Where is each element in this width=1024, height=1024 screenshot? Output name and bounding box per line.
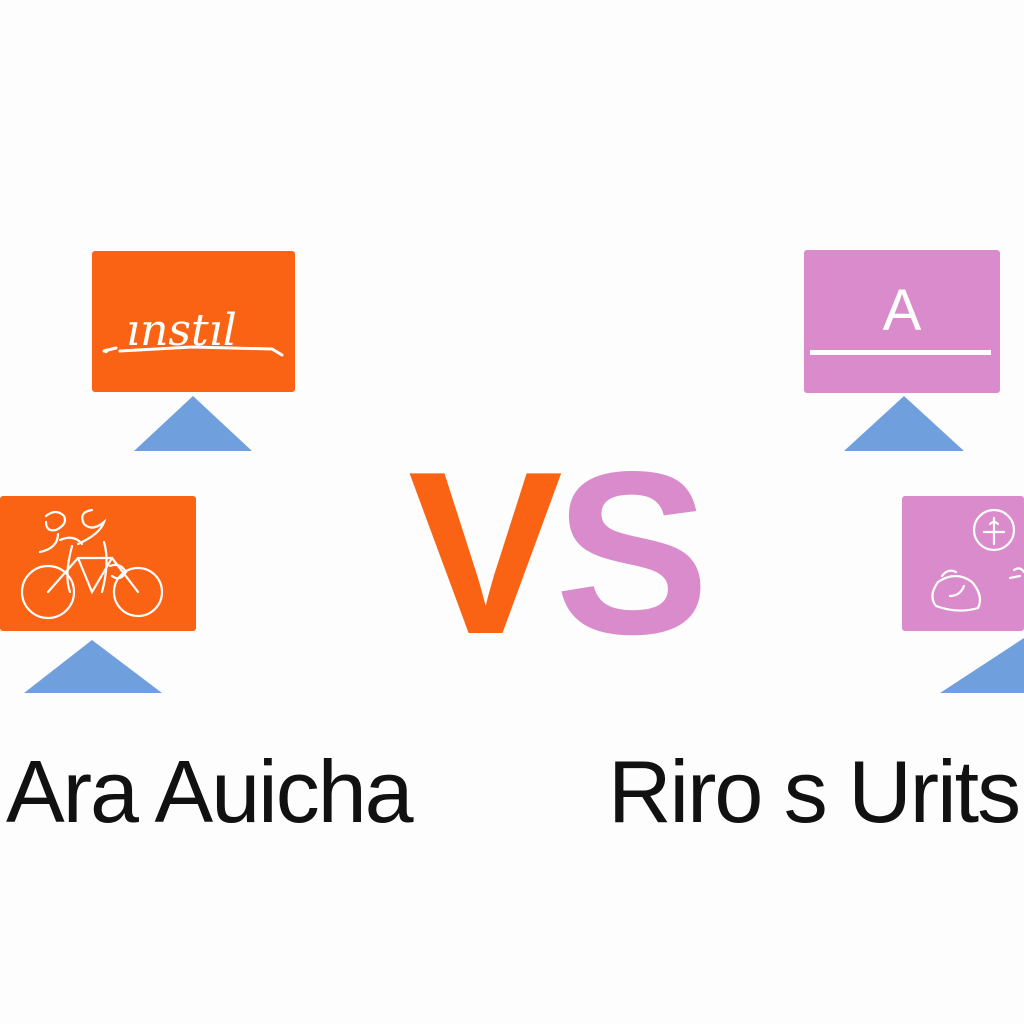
left-label: Ara Auicha [6,742,414,841]
vs-title: VS [408,438,709,670]
right-label: Riro s Urits [608,742,1021,841]
vs-v: V [408,424,563,683]
letter-a-icon: A [810,278,991,355]
right-top-stand [842,394,966,457]
right-bottom-stand [938,636,1024,699]
scribble-text-icon: ınstıl [102,305,284,357]
right-top-card-text: A [883,278,922,343]
left-top-card: ınstıl [92,251,295,392]
left-bottom-stand [22,638,164,699]
vs-s: S [554,424,710,683]
sketch-icons [931,508,1024,612]
right-bottom-card [902,496,1024,631]
left-bottom-card [0,496,196,631]
bicycle-icon [20,508,164,620]
left-top-stand [132,394,254,457]
right-top-card: A [804,250,1000,393]
